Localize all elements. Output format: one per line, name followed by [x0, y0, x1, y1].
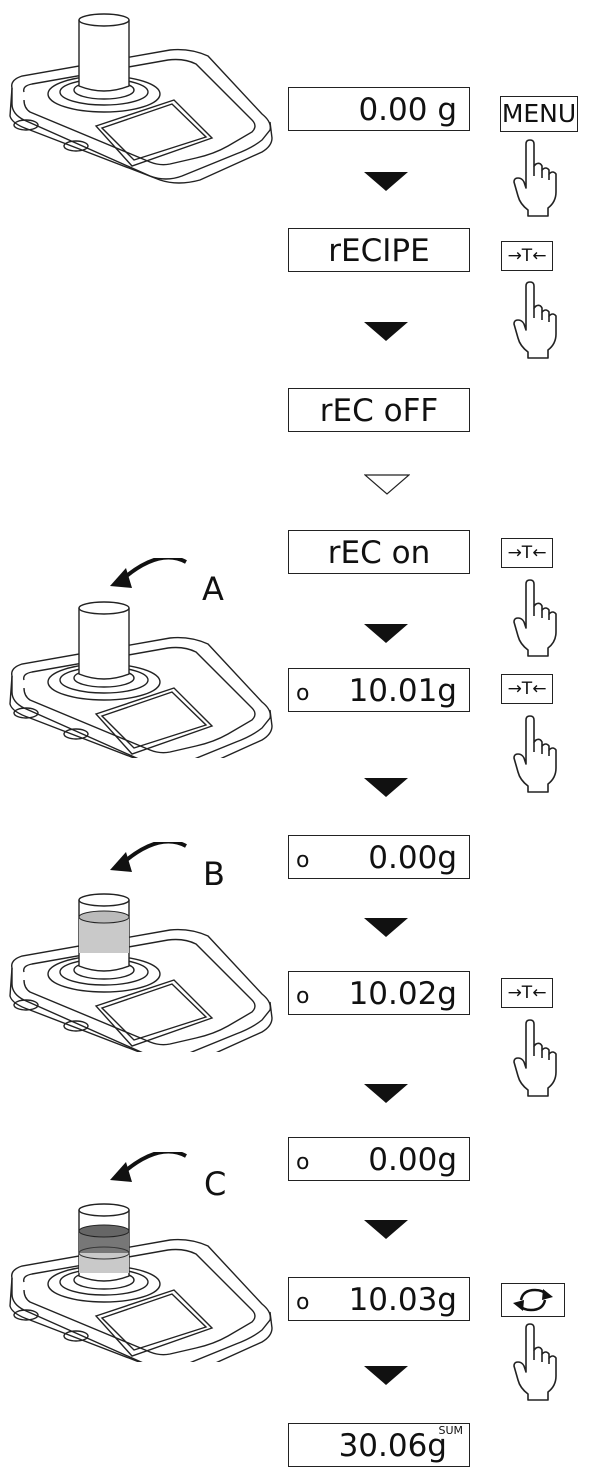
- hollow-down-arrow-icon: [364, 474, 410, 495]
- display-value: 0.00g: [368, 840, 457, 876]
- tare-key[interactable]: →T←: [501, 978, 553, 1008]
- display-zero-c: o 0.00g: [288, 1137, 470, 1181]
- display-ingredient-a: o 10.01g: [288, 668, 470, 712]
- pointing-hand-icon: [513, 281, 557, 359]
- scale-illustration-b: [9, 842, 273, 1052]
- down-arrow-icon: [364, 1366, 408, 1385]
- display-value: rEC oFF: [319, 393, 439, 429]
- cycle-key[interactable]: [501, 1283, 565, 1317]
- recipe-mark: o: [296, 681, 310, 706]
- tare-key[interactable]: →T←: [501, 241, 553, 271]
- display-rec-off: rEC oFF: [288, 388, 470, 432]
- down-arrow-icon: [364, 778, 408, 797]
- display-sum: 30.06g SUM: [288, 1423, 470, 1467]
- step-label-b: B: [203, 855, 225, 893]
- down-arrow-icon: [364, 1220, 408, 1239]
- pointing-hand-icon: [513, 715, 557, 793]
- display-ingredient-b: o 10.02g: [288, 971, 470, 1015]
- recipe-mark: o: [296, 984, 310, 1009]
- down-arrow-icon: [364, 624, 408, 643]
- display-value: 10.02g: [348, 976, 457, 1012]
- menu-key[interactable]: MENU: [500, 96, 578, 132]
- display-value: rEC on: [327, 535, 431, 571]
- display-value: 0.00g: [368, 1142, 457, 1178]
- down-arrow-icon: [364, 322, 408, 341]
- tare-key[interactable]: →T←: [501, 538, 553, 568]
- pointing-hand-icon: [513, 1323, 557, 1401]
- recipe-mark: o: [296, 1150, 310, 1175]
- display-value: 30.06g: [338, 1428, 447, 1464]
- display-initial: 0.00 g: [288, 87, 470, 131]
- display-ingredient-c: o 10.03g: [288, 1277, 470, 1321]
- display-recipe: rECIPE: [288, 228, 470, 272]
- pointing-hand-icon: [513, 1019, 557, 1097]
- scale-illustration-c: [9, 1152, 273, 1362]
- sum-indicator: SUM: [438, 1424, 463, 1437]
- scale-illustration-a: [9, 558, 273, 758]
- down-arrow-icon: [364, 1084, 408, 1103]
- scale-illustration-top: [9, 13, 273, 184]
- display-value: 0.00 g: [358, 92, 457, 128]
- display-rec-on: rEC on: [288, 530, 470, 574]
- display-zero-b: o 0.00g: [288, 835, 470, 879]
- cycle-arrows-icon: [513, 1288, 553, 1312]
- recipe-mark: o: [296, 848, 310, 873]
- down-arrow-icon: [364, 172, 408, 191]
- step-label-c: C: [204, 1165, 227, 1203]
- tare-key[interactable]: →T←: [501, 674, 553, 704]
- display-value: 10.03g: [348, 1282, 457, 1318]
- display-value: 10.01g: [348, 673, 457, 709]
- pointing-hand-icon: [513, 579, 557, 657]
- recipe-mark: o: [296, 1290, 310, 1315]
- pointing-hand-icon: [513, 139, 557, 217]
- step-label-a: A: [202, 570, 224, 608]
- display-value: rECIPE: [328, 233, 430, 269]
- down-arrow-icon: [364, 918, 408, 937]
